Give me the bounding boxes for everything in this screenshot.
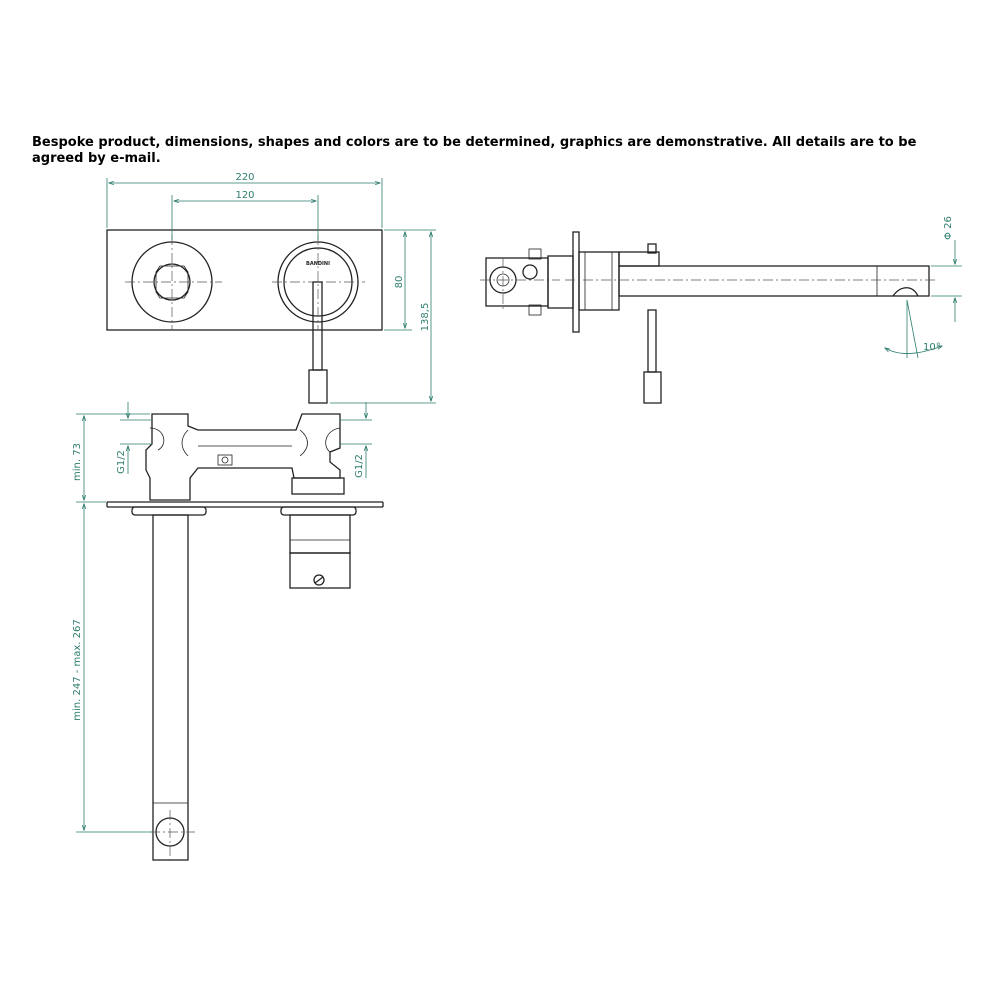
valve-housing-top: [145, 413, 341, 501]
dim-120-label: 120: [235, 190, 254, 201]
side-view-dimensions: Φ 26 10°: [885, 216, 962, 359]
dim-80-label: 80: [394, 276, 405, 289]
lever-stem: [312, 281, 323, 371]
dim-spout-length-label: min. 247 - max. 267: [72, 619, 83, 721]
dim-220-label: 220: [235, 172, 254, 183]
top-spout: [152, 514, 189, 861]
spout-aerator: [892, 287, 919, 297]
dim-g12-left-label: G1/2: [116, 450, 127, 474]
dim-angle-arc: [885, 346, 942, 354]
left-handle-knob: [153, 263, 191, 301]
brand-mark: BANDINI: [306, 261, 330, 267]
mixer-lever-end: [289, 552, 351, 589]
top-view: [106, 413, 384, 862]
mixer-handle-body: [289, 514, 351, 554]
dim-angle-label: 10°: [923, 342, 941, 353]
front-view-dimensions: 220 120 80 138,5: [106, 172, 436, 404]
diverter-knob-edge: [131, 506, 207, 516]
side-view: [480, 231, 935, 404]
valve-port-right: [522, 264, 538, 280]
side-lever-stem: [647, 309, 657, 373]
front-view: BANDINI: [106, 229, 383, 404]
lever-screw: [313, 574, 325, 586]
side-cover-plate: [572, 231, 580, 333]
wall-plate: [106, 229, 383, 331]
disclaimer-note: Bespoke product, dimensions, shapes and …: [32, 135, 917, 166]
valve-body: [485, 257, 549, 307]
side-lever-grip: [643, 371, 662, 404]
side-spout: [618, 265, 930, 297]
lever-grip: [308, 369, 328, 404]
dim-g12-right-label: G1/2: [354, 454, 365, 478]
dim-min73-label: min. 73: [72, 443, 83, 481]
dim-138-label: 138,5: [420, 303, 431, 332]
dim-diameter-label: Φ 26: [943, 216, 954, 240]
left-handle-hex: [155, 265, 189, 299]
cartridge-collar: [291, 477, 345, 495]
top-view-dimensions: min. 73 G1/2 G1/2 min. 247 - max. 267: [72, 402, 372, 833]
